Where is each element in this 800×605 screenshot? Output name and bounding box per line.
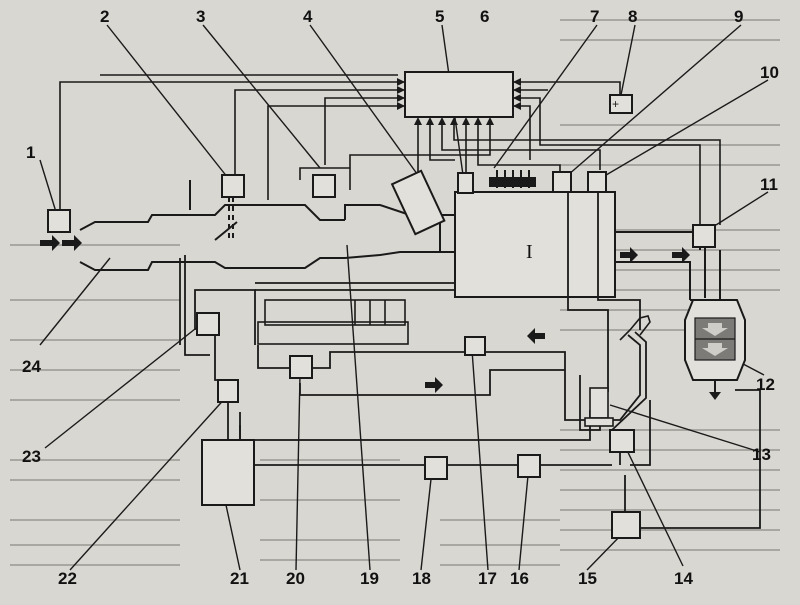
throttle-valve xyxy=(214,197,238,241)
component-boxes xyxy=(47,94,716,539)
callout-2: 2 xyxy=(100,7,109,26)
callout-16: 16 xyxy=(510,569,529,588)
callout-12: 12 xyxy=(756,375,775,394)
callout-1: 1 xyxy=(26,143,35,162)
callout-7: 7 xyxy=(590,7,599,26)
flow-arrows xyxy=(40,235,690,393)
callout-10: 10 xyxy=(760,63,779,82)
catalytic-converter xyxy=(684,299,746,400)
callout-4: 4 xyxy=(303,7,313,26)
callout-22: 22 xyxy=(58,569,77,588)
callout-9: 9 xyxy=(734,7,743,26)
callout-6: 6 xyxy=(480,7,489,26)
callout-5: 5 xyxy=(435,7,444,26)
background-page-text xyxy=(10,19,780,566)
callout-3: 3 xyxy=(196,7,205,26)
intake-manifold xyxy=(257,299,409,345)
callout-15: 15 xyxy=(578,569,597,588)
battery-plus-sign: + xyxy=(612,97,619,111)
callout-8: 8 xyxy=(628,7,637,26)
engine-label: I xyxy=(526,241,533,263)
callout-17: 17 xyxy=(478,569,497,588)
callout-numbers: 1 2 3 4 5 6 7 8 9 10 11 12 13 14 15 16 1… xyxy=(22,7,779,588)
callout-19: 19 xyxy=(360,569,379,588)
fuel-tank xyxy=(201,439,255,506)
callout-24: 24 xyxy=(22,357,41,376)
air-intake-path xyxy=(79,180,455,271)
callout-14: 14 xyxy=(674,569,693,588)
ecu-block xyxy=(404,71,514,118)
callout-13: 13 xyxy=(752,445,771,464)
callout-20: 20 xyxy=(286,569,305,588)
callout-23: 23 xyxy=(22,447,41,466)
ecu-input-arrows xyxy=(397,78,521,125)
engine-block xyxy=(439,170,616,298)
callout-21: 21 xyxy=(230,569,249,588)
callout-18: 18 xyxy=(412,569,431,588)
fuel-filler-neck xyxy=(584,315,651,427)
callout-11: 11 xyxy=(760,175,778,194)
